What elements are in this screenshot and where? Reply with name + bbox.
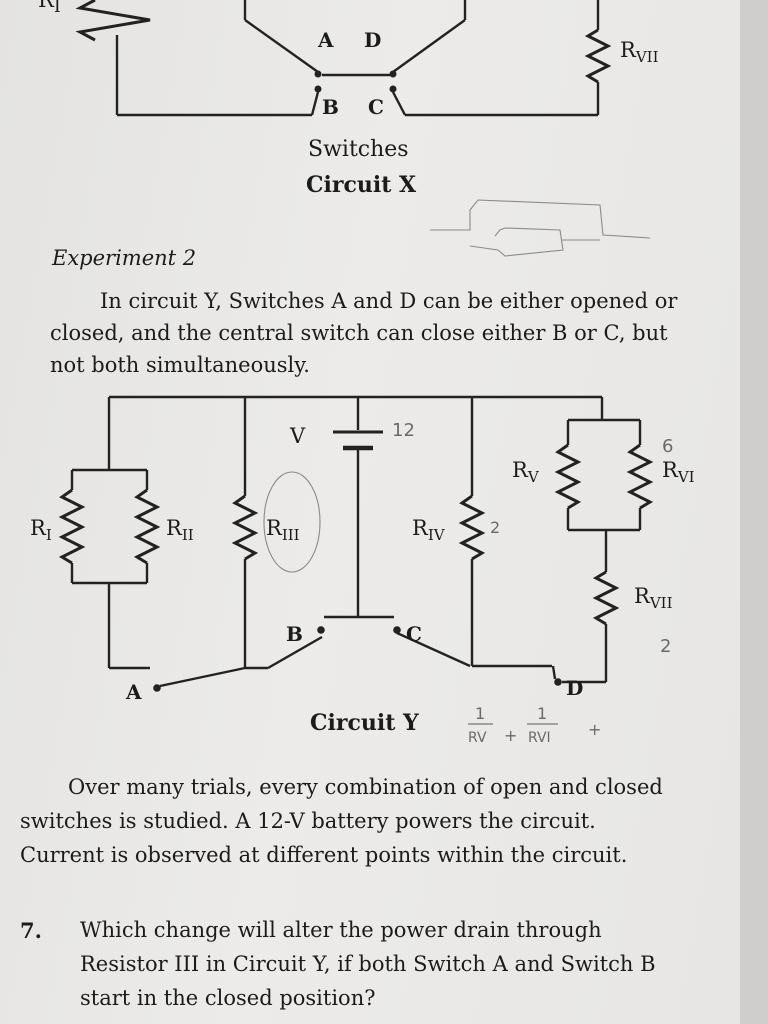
handwritten-formula-plus-a: + xyxy=(504,726,518,745)
question-number: 7. xyxy=(20,918,42,943)
experiment-heading: Experiment 2 xyxy=(52,246,197,270)
question-line-1: Which change will alter the power drain … xyxy=(80,918,602,942)
circuit-x-switch-d-contact xyxy=(389,70,397,78)
circuit-y-resistor-r4-label: RIV xyxy=(412,516,445,545)
circuit-y-switch-a-contact xyxy=(153,684,161,692)
circuit-x-switch-a-arm xyxy=(244,19,319,73)
page-edge xyxy=(740,0,768,1024)
circuit-x-diagram xyxy=(75,0,612,117)
circuit-y-resistor-r3-symbol xyxy=(231,494,259,561)
circuit-y-switch-d-contact xyxy=(554,678,562,686)
handwritten-r6-note: 6 xyxy=(662,436,674,457)
handwritten-circle-r3 xyxy=(263,471,321,573)
circuit-y-diagram xyxy=(58,395,654,692)
handwritten-formula-numerator-b: 1 xyxy=(537,704,548,723)
circuit-y-resistor-r5-label: RV xyxy=(512,458,539,487)
experiment-paragraph-line-3: not both simultaneously. xyxy=(50,353,310,377)
handwritten-r7-note: 2 xyxy=(660,636,672,657)
question-line-2: Resistor III in Circuit Y, if both Switc… xyxy=(80,952,656,976)
circuit-x-switches-caption: Switches xyxy=(308,137,409,162)
handwritten-formula-plus-b: + xyxy=(588,720,602,739)
circuit-y-resistor-r7-label: RVII xyxy=(634,584,673,613)
experiment-paragraph-line-2: closed, and the central switch can close… xyxy=(50,321,668,345)
circuit-y-switch-a-label: A xyxy=(126,680,142,704)
circuit-y-resistor-r2-label: RII xyxy=(166,516,194,545)
handwritten-formula-denominator-b: RVI xyxy=(528,730,551,746)
circuit-x-resistor-r1-symbol xyxy=(75,0,151,42)
circuit-y-resistor-r6-label: RVI xyxy=(662,458,695,487)
circuit-y-switch-d-arm xyxy=(551,665,557,680)
circuit-y-resistor-r7-symbol xyxy=(592,570,620,626)
circuit-x-resistor-r7-symbol xyxy=(584,28,612,84)
circuit-y-resistor-r3-label: RIII xyxy=(266,516,300,545)
circuit-y-switch-c-label: C xyxy=(406,622,422,646)
handwritten-formula-numerator-a: 1 xyxy=(475,704,486,723)
description-line-1: Over many trials, every combination of o… xyxy=(68,775,663,799)
circuit-x-resistor-r1-label: RI xyxy=(38,0,61,18)
circuit-y-resistor-r1-label: RI xyxy=(30,516,52,545)
circuit-y-switch-b-arm xyxy=(267,635,323,670)
circuit-y-title: Circuit Y xyxy=(310,710,419,736)
circuit-x-switch-b-contact xyxy=(314,85,322,93)
circuit-y-resistor-r5-symbol xyxy=(554,443,582,510)
circuit-y-resistor-r2-symbol xyxy=(133,488,161,565)
circuit-x-switch-b-lead xyxy=(310,91,320,116)
circuit-x-title: Circuit X xyxy=(306,172,417,198)
circuit-y-resistor-r1-symbol xyxy=(58,488,86,565)
handwritten-r4-note: 2 xyxy=(490,518,501,537)
circuit-x-switch-d-arm xyxy=(392,19,466,73)
circuit-x-switch-c-lead xyxy=(391,91,407,116)
circuit-y-resistor-r4-symbol xyxy=(458,494,486,561)
description-line-3: Current is observed at different points … xyxy=(20,843,628,867)
question-line-3: start in the closed position? xyxy=(80,986,376,1010)
circuit-x-switch-c-label: C xyxy=(368,95,384,119)
circuit-x-switch-a-label: A xyxy=(318,28,334,52)
circuit-y-switch-c-arm xyxy=(396,631,471,668)
experiment-paragraph-line-1: In circuit Y, Switches A and D can be ei… xyxy=(100,289,678,313)
pencil-sketch xyxy=(430,199,651,257)
circuit-x-resistor-r7-label: RVII xyxy=(620,38,659,67)
handwritten-formula-denominator-a: RV xyxy=(468,730,487,746)
circuit-x-switch-a-contact xyxy=(314,70,322,78)
circuit-y-switch-b-contact xyxy=(317,626,325,634)
circuit-x-switch-c-contact xyxy=(389,85,397,93)
circuit-y-battery-label: V xyxy=(290,424,306,448)
circuit-y-switch-b-label: B xyxy=(286,622,303,646)
handwritten-battery-note: 12 xyxy=(392,420,415,441)
circuit-y-switch-d-label: D xyxy=(566,676,584,700)
description-line-2: switches is studied. A 12-V battery powe… xyxy=(20,809,596,833)
circuit-y-switch-c-contact xyxy=(393,626,401,634)
circuit-y-resistor-r6-symbol xyxy=(626,443,654,510)
circuit-x-switch-d-label: D xyxy=(364,28,382,52)
circuit-y-switch-a-arm xyxy=(159,666,246,688)
textbook-page xyxy=(0,0,740,1024)
circuit-x-switch-b-label: B xyxy=(322,95,339,119)
